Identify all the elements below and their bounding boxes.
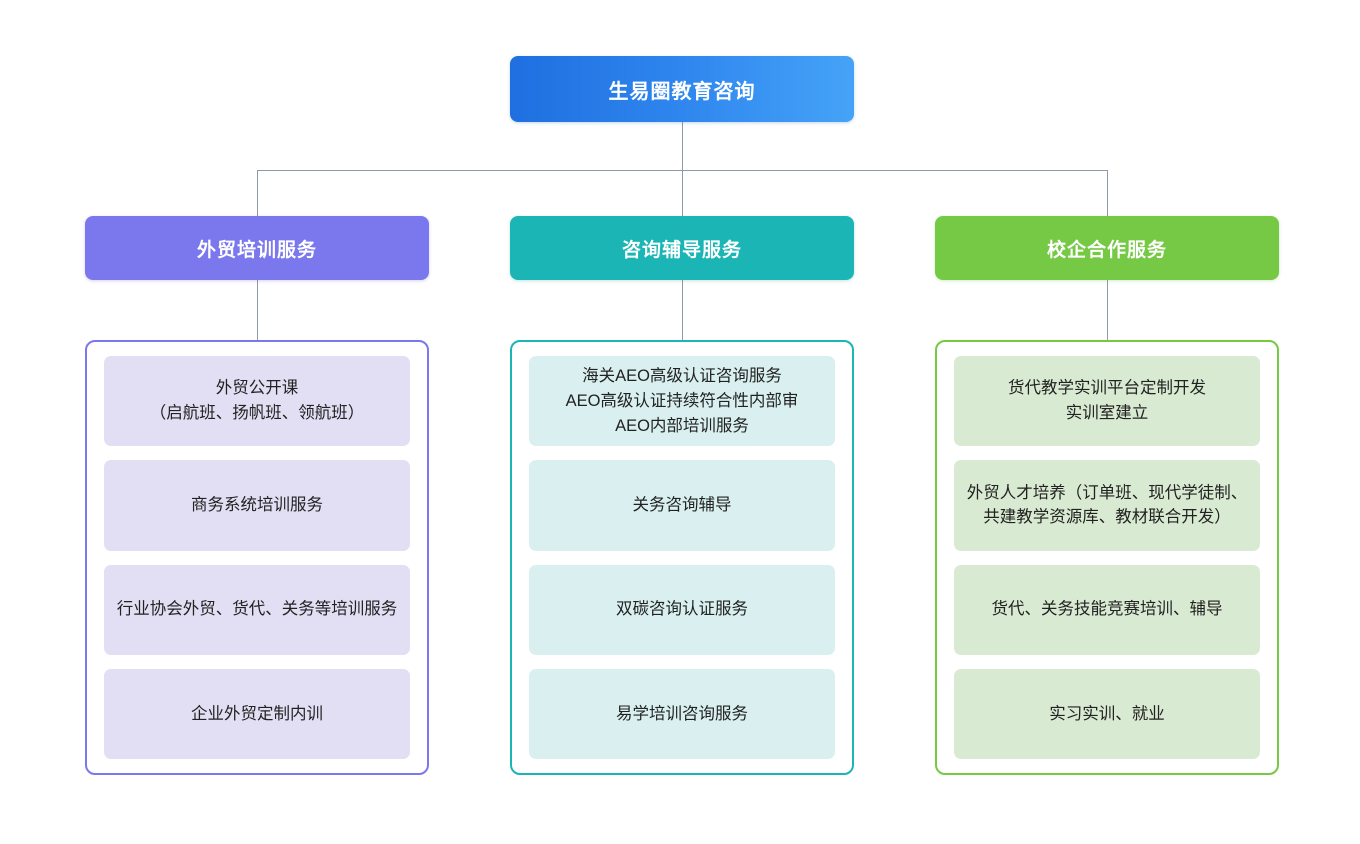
leaf-item[interactable]: 双碳咨询认证服务 — [529, 564, 835, 655]
leaf-item[interactable]: 货代、关务技能竞赛培训、辅导 — [954, 564, 1260, 655]
connector-branch-1-down — [257, 170, 258, 216]
connector-branch-2-down — [682, 170, 683, 216]
leaf-item[interactable]: 实习实训、就业 — [954, 668, 1260, 759]
leaf-item[interactable]: 外贸公开课 （启航班、扬帆班、领航班） — [104, 356, 410, 447]
branch-header-1[interactable]: 外贸培训服务 — [85, 216, 429, 280]
root-node[interactable]: 生易圈教育咨询 — [510, 56, 854, 122]
branch-panel-2: 海关AEO高级认证咨询服务 AEO高级认证持续符合性内部审 AEO内部培训服务 … — [510, 340, 854, 775]
connector-branch-3-down — [1107, 170, 1108, 216]
connector-branch-2-to-panel — [682, 280, 683, 340]
leaf-item[interactable]: 行业协会外贸、货代、关务等培训服务 — [104, 564, 410, 655]
branch-panel-1: 外贸公开课 （启航班、扬帆班、领航班） 商务系统培训服务 行业协会外贸、货代、关… — [85, 340, 429, 775]
branch-panel-3: 货代教学实训平台定制开发 实训室建立 外贸人才培养（订单班、现代学徒制、共建教学… — [935, 340, 1279, 775]
leaf-item[interactable]: 关务咨询辅导 — [529, 460, 835, 551]
leaf-item[interactable]: 商务系统培训服务 — [104, 460, 410, 551]
connector-branch-1-to-panel — [257, 280, 258, 340]
leaf-item[interactable]: 外贸人才培养（订单班、现代学徒制、共建教学资源库、教材联合开发） — [954, 460, 1260, 551]
connector-horizontal-bus — [257, 170, 1108, 171]
leaf-item[interactable]: 海关AEO高级认证咨询服务 AEO高级认证持续符合性内部审 AEO内部培训服务 — [529, 356, 835, 447]
connector-branch-3-to-panel — [1107, 280, 1108, 340]
branch-header-3[interactable]: 校企合作服务 — [935, 216, 1279, 280]
leaf-item[interactable]: 易学培训咨询服务 — [529, 668, 835, 759]
branch-column-zixun-fudao: 咨询辅导服务 海关AEO高级认证咨询服务 AEO高级认证持续符合性内部审 AEO… — [510, 216, 854, 775]
branch-header-2[interactable]: 咨询辅导服务 — [510, 216, 854, 280]
branch-column-xiaoqi-hezuo: 校企合作服务 货代教学实训平台定制开发 实训室建立 外贸人才培养（订单班、现代学… — [935, 216, 1279, 775]
leaf-item[interactable]: 货代教学实训平台定制开发 实训室建立 — [954, 356, 1260, 447]
branch-header-1-label: 外贸培训服务 — [196, 239, 317, 261]
root-node-label: 生易圈教育咨询 — [608, 80, 756, 103]
branch-header-2-label: 咨询辅导服务 — [621, 239, 742, 261]
branch-column-waimao-peixun: 外贸培训服务 外贸公开课 （启航班、扬帆班、领航班） 商务系统培训服务 行业协会… — [85, 216, 429, 775]
leaf-item[interactable]: 企业外贸定制内训 — [104, 668, 410, 759]
connector-root-down — [682, 122, 683, 170]
branch-header-3-label: 校企合作服务 — [1046, 239, 1167, 261]
